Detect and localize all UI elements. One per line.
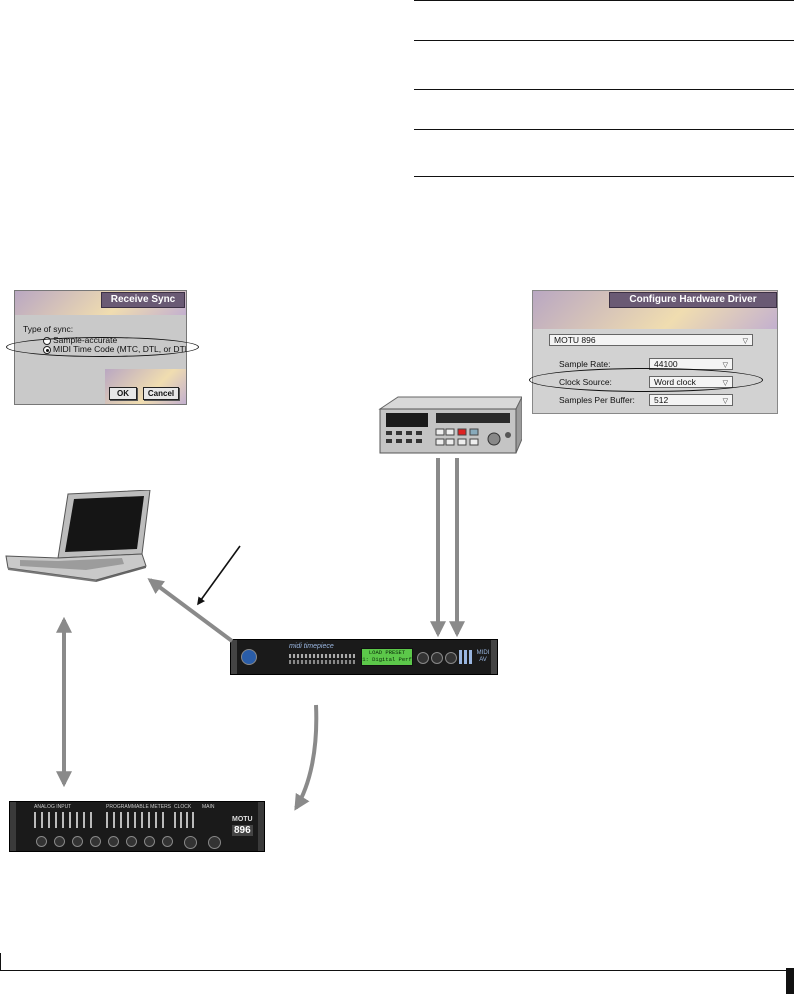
table-rule-4 bbox=[414, 129, 794, 130]
section-label-main: MAIN bbox=[202, 804, 215, 810]
knob-icon bbox=[431, 652, 443, 664]
device-select[interactable]: MOTU 896 ▽ bbox=[549, 334, 753, 346]
sync-type-label: Type of sync: bbox=[23, 324, 74, 334]
callout-pointer bbox=[197, 545, 241, 606]
midi-interface-icon: midi timepiece LOAD PRESET 1: Digital Pe… bbox=[230, 639, 498, 675]
table-rule-2 bbox=[414, 40, 794, 41]
ok-button[interactable]: OK bbox=[109, 387, 137, 400]
buffer-value: 512 bbox=[654, 395, 669, 405]
knob-icon bbox=[36, 836, 47, 847]
section-label-clock: CLOCK bbox=[174, 804, 192, 810]
knob-icon bbox=[54, 836, 65, 847]
knob-icon bbox=[72, 836, 83, 847]
meter-block bbox=[34, 812, 94, 828]
rack-ear-left bbox=[10, 802, 16, 851]
power-knob-icon bbox=[241, 649, 257, 665]
knob-icon bbox=[162, 836, 173, 847]
midi-badge: MIDI AV bbox=[476, 650, 490, 663]
knob-icon bbox=[108, 836, 119, 847]
rack-ear-left bbox=[231, 640, 237, 674]
knob-icon bbox=[445, 652, 457, 664]
sample-rate-value: 44100 bbox=[654, 359, 678, 369]
knob-icon bbox=[126, 836, 137, 847]
dropdown-icon: ▽ bbox=[722, 398, 728, 405]
motu-brand: MOTU bbox=[232, 816, 253, 823]
table-rule-1 bbox=[414, 0, 794, 1]
rack-ear-right bbox=[491, 640, 497, 674]
motu-model: 896 bbox=[232, 825, 253, 836]
section-label-analog: ANALOG INPUT bbox=[34, 804, 72, 810]
buffer-select[interactable]: 512 ▽ bbox=[649, 394, 733, 406]
audio-interface-icon: ANALOG INPUT PROGRAMMABLE METERS CLOCK M… bbox=[9, 801, 265, 852]
page-tab-marker bbox=[786, 968, 794, 994]
meter-block bbox=[174, 812, 198, 828]
video-deck-icon bbox=[378, 396, 522, 454]
midi-brand: midi timepiece bbox=[289, 643, 334, 650]
dropdown-icon: ▽ bbox=[722, 362, 728, 369]
sample-rate-label: Sample Rate: bbox=[559, 359, 611, 369]
table-rule-5 bbox=[414, 176, 794, 177]
table-rule-3 bbox=[414, 89, 794, 90]
section-label-meters: PROGRAMMABLE METERS bbox=[106, 804, 172, 810]
rack-ear-right bbox=[258, 802, 264, 851]
footer-tick bbox=[0, 953, 1, 970]
midi-to-audio-curved-arrow bbox=[294, 704, 319, 811]
knob-icon bbox=[90, 836, 101, 847]
lcd-display: LOAD PRESET 1: Digital Perf bbox=[361, 648, 413, 666]
vtr-to-midi-arrows bbox=[430, 458, 465, 638]
footer-rule bbox=[0, 970, 790, 971]
lcd-line-2: 1: Digital Perf bbox=[362, 656, 412, 663]
knob-icon bbox=[184, 836, 197, 849]
knob-icon bbox=[208, 836, 221, 849]
mtc-highlight-ellipse bbox=[6, 337, 199, 357]
laptop-icon bbox=[5, 490, 151, 582]
cancel-button[interactable]: Cancel bbox=[143, 387, 179, 400]
clock-source-highlight-ellipse bbox=[529, 368, 763, 392]
device-value: MOTU 896 bbox=[554, 335, 596, 345]
dropdown-icon: ▽ bbox=[742, 338, 748, 345]
buffer-label: Samples Per Buffer: bbox=[559, 395, 635, 405]
dialog-title: Receive Sync bbox=[101, 292, 185, 308]
meter-block bbox=[106, 812, 166, 828]
led-row bbox=[289, 654, 355, 658]
knob-icon bbox=[144, 836, 155, 847]
lcd-line-1: LOAD PRESET bbox=[368, 649, 406, 656]
knob-icon bbox=[417, 652, 429, 664]
midi-to-laptop-arrow bbox=[147, 578, 234, 643]
button-cluster bbox=[459, 650, 473, 664]
led-row bbox=[289, 660, 355, 664]
dialog-title: Configure Hardware Driver bbox=[609, 292, 777, 308]
